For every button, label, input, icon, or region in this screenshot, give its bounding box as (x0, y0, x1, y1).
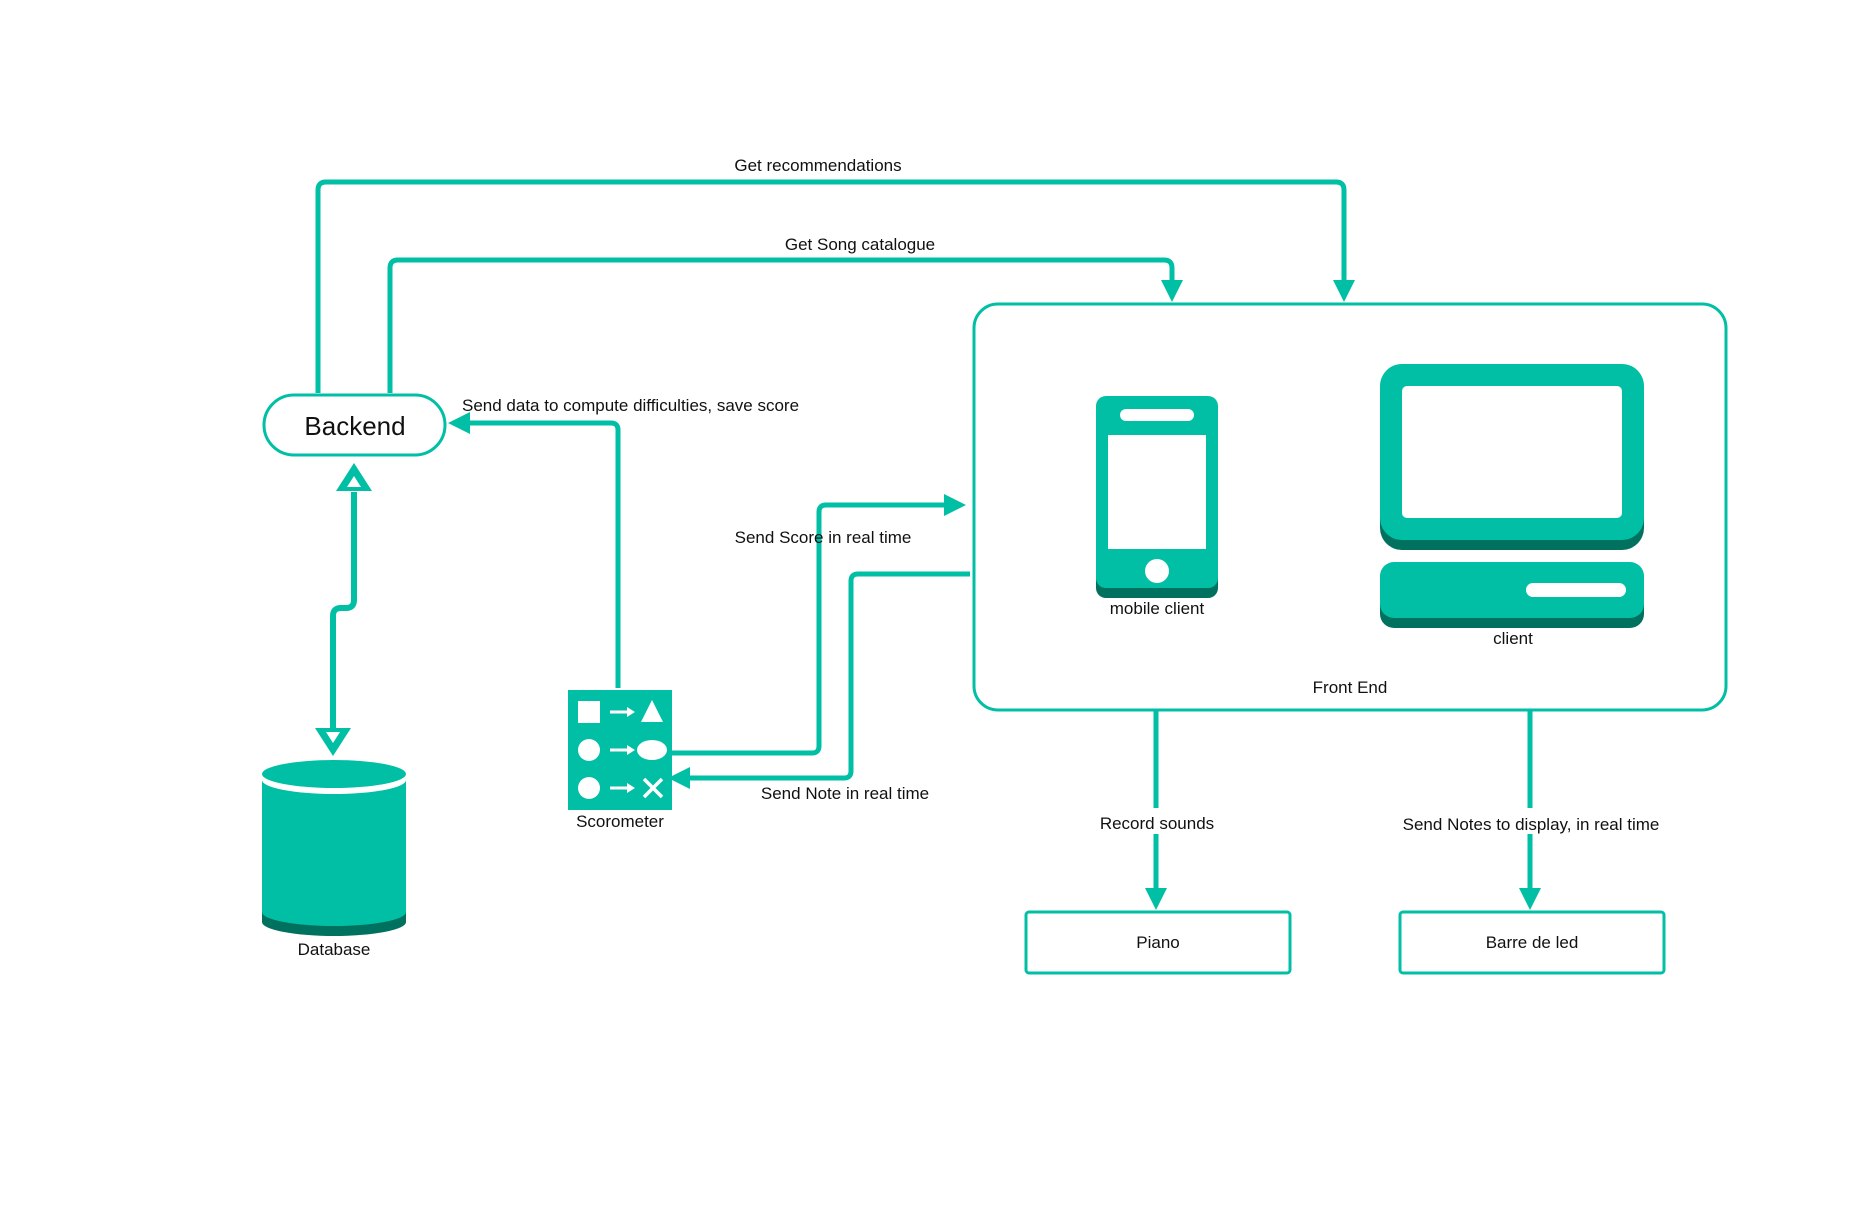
desktop-client-node: client (1380, 364, 1644, 648)
edge-send-notes-display (1519, 708, 1541, 910)
mobile-client-label: mobile client (1110, 599, 1205, 618)
piano-label: Piano (1136, 933, 1179, 952)
mobile-client-node: mobile client (1096, 396, 1218, 618)
send-notes-display-label: Send Notes to display, in real time (1403, 815, 1660, 834)
get-song-catalogue-label: Get Song catalogue (785, 235, 935, 254)
front-end-node: Front End mobile client client (972, 302, 1728, 712)
arrowhead-icon (1333, 280, 1355, 302)
arrowhead-icon (668, 767, 690, 789)
edge-get-song-catalogue (387, 257, 1183, 393)
arrowhead-icon (1145, 888, 1167, 910)
scorometer-node: Scorometer (568, 690, 672, 831)
arrowhead-icon (1161, 280, 1183, 302)
get-recommendations-label: Get recommendations (734, 156, 901, 175)
database-cylinder-icon (262, 760, 406, 936)
smartphone-icon (1096, 396, 1218, 598)
backend-label: Backend (304, 411, 405, 441)
arrowhead-icon (944, 494, 966, 516)
record-sounds-label: Record sounds (1100, 814, 1214, 833)
client-label: client (1493, 629, 1533, 648)
database-label: Database (298, 940, 371, 959)
database-node: Database (262, 760, 406, 959)
front-end-label: Front End (1313, 678, 1388, 697)
edge-get-recommendations (315, 179, 1355, 393)
led-bar-node: Barre de led (1398, 910, 1666, 975)
piano-node: Piano (1024, 910, 1292, 975)
edge-send-note (668, 571, 970, 789)
desktop-computer-icon (1380, 364, 1644, 628)
scorometer-label: Scorometer (576, 812, 664, 831)
send-data-label: Send data to compute difficulties, save … (462, 396, 799, 415)
edge-send-data (448, 412, 621, 688)
arrowhead-icon (1519, 888, 1541, 910)
send-score-label: Send Score in real time (735, 528, 912, 547)
arrowhead-icon (448, 412, 470, 434)
shape-mapping-icon (568, 690, 672, 810)
send-note-label: Send Note in real time (761, 784, 929, 803)
edge-record-sounds (1145, 708, 1167, 910)
edge-send-score (668, 494, 966, 756)
backend-node: Backend (262, 393, 447, 457)
edge-backend-database (315, 463, 372, 756)
led-bar-label: Barre de led (1486, 933, 1579, 952)
